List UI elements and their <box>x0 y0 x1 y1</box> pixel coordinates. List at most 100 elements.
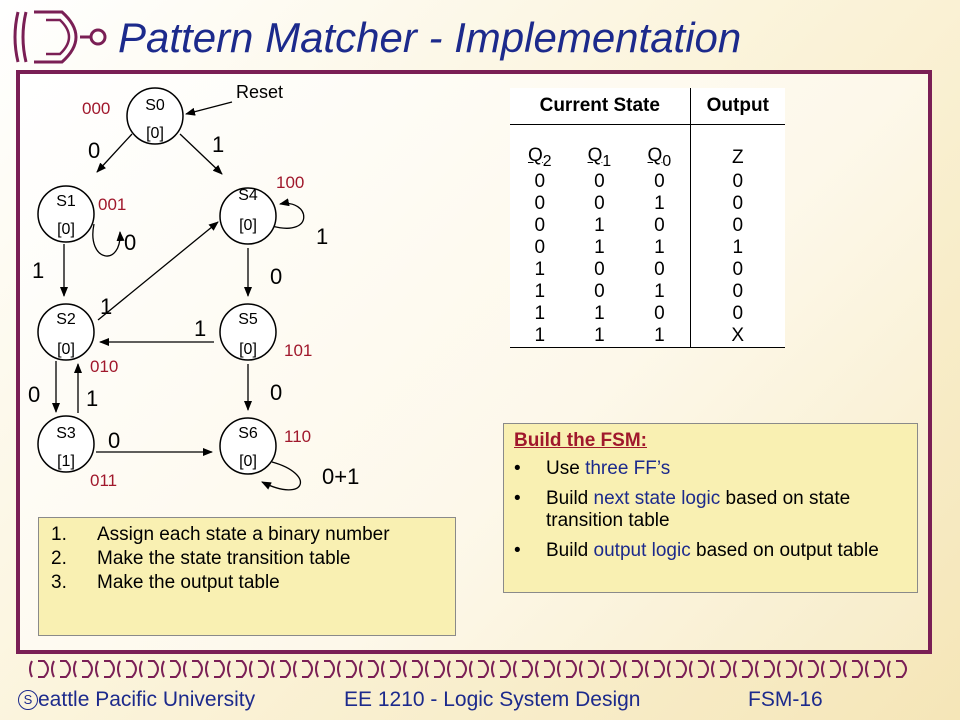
state-code: 101 <box>284 341 312 360</box>
table-cell: 0 <box>534 170 546 192</box>
bullet-icon: • <box>514 488 521 509</box>
state-s3: S3 [1] <box>37 415 95 473</box>
state-output: [0] <box>57 221 75 238</box>
table-subheader: Q2 <box>527 145 552 170</box>
table-cell: 0 <box>689 302 785 325</box>
state-output: [0] <box>57 341 75 358</box>
state-code: 000 <box>82 99 110 118</box>
state-output: [0] <box>146 125 164 142</box>
table-header-current-state: Current State <box>510 88 691 125</box>
edge-s1-self <box>92 223 125 257</box>
table-row: 1 0 1 0 <box>510 280 785 303</box>
state-name: S6 <box>238 425 258 442</box>
state-s0: S0 [0] <box>126 87 184 145</box>
footer-course: EE 1210 - Logic System Design <box>344 688 641 711</box>
steps-box: 1. Assign each state a binary number 2. … <box>38 517 456 636</box>
edge-label: 0 <box>28 382 40 407</box>
table-cell: 1 <box>654 236 665 258</box>
table-cell: 1 <box>534 302 546 324</box>
edge-label: 1 <box>316 224 328 249</box>
state-code: 010 <box>90 357 118 376</box>
bullet-icon: • <box>514 540 521 561</box>
state-name: S3 <box>56 425 76 442</box>
state-output: [1] <box>57 453 75 470</box>
table-row: 1 0 0 0 <box>510 258 785 281</box>
table-cell: 1 <box>689 236 785 259</box>
table-header-output: Output <box>689 88 785 125</box>
build-fsm-item: • Build output logic based on output tab… <box>514 540 879 561</box>
edge-s2-s4 <box>97 221 219 321</box>
state-code: 011 <box>90 471 117 490</box>
build-fsm-item: • Use three FF’s <box>514 458 671 479</box>
state-name: S2 <box>56 311 76 328</box>
state-code: 100 <box>276 173 304 192</box>
table-subheader: Q0 <box>647 145 672 170</box>
edge-label: 1 <box>32 258 44 283</box>
table-cell: 1 <box>534 258 546 280</box>
table-row: 1 1 0 0 <box>510 302 785 325</box>
edge-s6-self <box>261 461 301 491</box>
state-s6: S6 [0] <box>219 417 277 475</box>
table-cell: 1 <box>594 214 605 236</box>
table-row: 0 0 0 0 <box>510 170 785 193</box>
table-subheader: Q1 <box>587 145 612 170</box>
build-fsm-box: Build the FSM: • Use three FF’s • Build … <box>503 423 918 593</box>
table-row: 0 1 1 1 <box>510 236 785 259</box>
table-cell: 0 <box>654 214 665 236</box>
table-subheader-row: Q2 Q1 Q0 Z <box>510 124 785 171</box>
edge-label: 0 <box>124 230 136 255</box>
reset-arrow <box>185 101 233 116</box>
table-cell: 1 <box>654 280 665 302</box>
edge-label: 1 <box>212 132 224 157</box>
table-cell: 0 <box>689 280 785 303</box>
table-row: 1 1 1 X <box>510 324 785 348</box>
build-fsm-item: • Build next state logic based on state … <box>514 488 851 531</box>
output-table: Current State Output Q2 Q1 Q0 Z 0 0 0 0 … <box>510 88 785 348</box>
state-s1: S1 [0] <box>37 185 95 243</box>
table-subheader: Z <box>689 124 785 171</box>
table-cell: 1 <box>594 236 605 258</box>
table-cell: 1 <box>534 280 546 302</box>
step-item: 1. Assign each state a binary number <box>51 524 390 545</box>
table-cell: 0 <box>654 170 665 192</box>
table-cell: 1 <box>654 192 665 214</box>
state-name: S0 <box>145 97 165 114</box>
edge-s4-self <box>271 198 305 229</box>
decorative-wave-icon <box>29 660 907 678</box>
step-item: 2. Make the state transition table <box>51 548 351 569</box>
state-code: 110 <box>284 427 311 446</box>
state-name: S4 <box>238 187 258 204</box>
build-fsm-heading: Build the FSM: <box>514 430 647 451</box>
table-cell: 0 <box>689 192 785 215</box>
state-s5: S5 [0] <box>219 303 277 361</box>
state-output: [0] <box>239 453 257 470</box>
table-cell: 1 <box>629 324 691 348</box>
footer-slide-number: FSM-16 <box>748 688 823 711</box>
state-output: [0] <box>239 217 257 234</box>
table-cell: 0 <box>594 280 605 302</box>
state-code: 001 <box>98 195 126 214</box>
state-name: S5 <box>238 311 258 328</box>
table-cell: 1 <box>594 302 605 324</box>
table-row: 0 1 0 0 <box>510 214 785 237</box>
table-cell: 0 <box>534 214 546 236</box>
table-cell: 0 <box>534 192 546 214</box>
reset-label: Reset <box>236 82 283 102</box>
step-item: 3. Make the output table <box>51 572 280 593</box>
edge-label: 0 <box>88 138 100 163</box>
table-cell: 1 <box>569 324 630 348</box>
table-cell: 1 <box>510 324 570 348</box>
spu-logo-icon <box>13 10 107 64</box>
edge-label: 0 <box>270 380 282 405</box>
table-cell: 0 <box>654 302 665 324</box>
state-output: [0] <box>239 341 257 358</box>
state-s4: S4 [0] <box>219 187 277 245</box>
table-cell: 0 <box>594 192 605 214</box>
edge-label: 0+1 <box>322 464 359 489</box>
table-row: 0 0 1 0 <box>510 192 785 215</box>
state-s2: S2 [0] <box>37 303 95 361</box>
table-cell: 0 <box>534 236 546 258</box>
edge-label: 0 <box>108 428 120 453</box>
edge-label: 0 <box>270 264 282 289</box>
